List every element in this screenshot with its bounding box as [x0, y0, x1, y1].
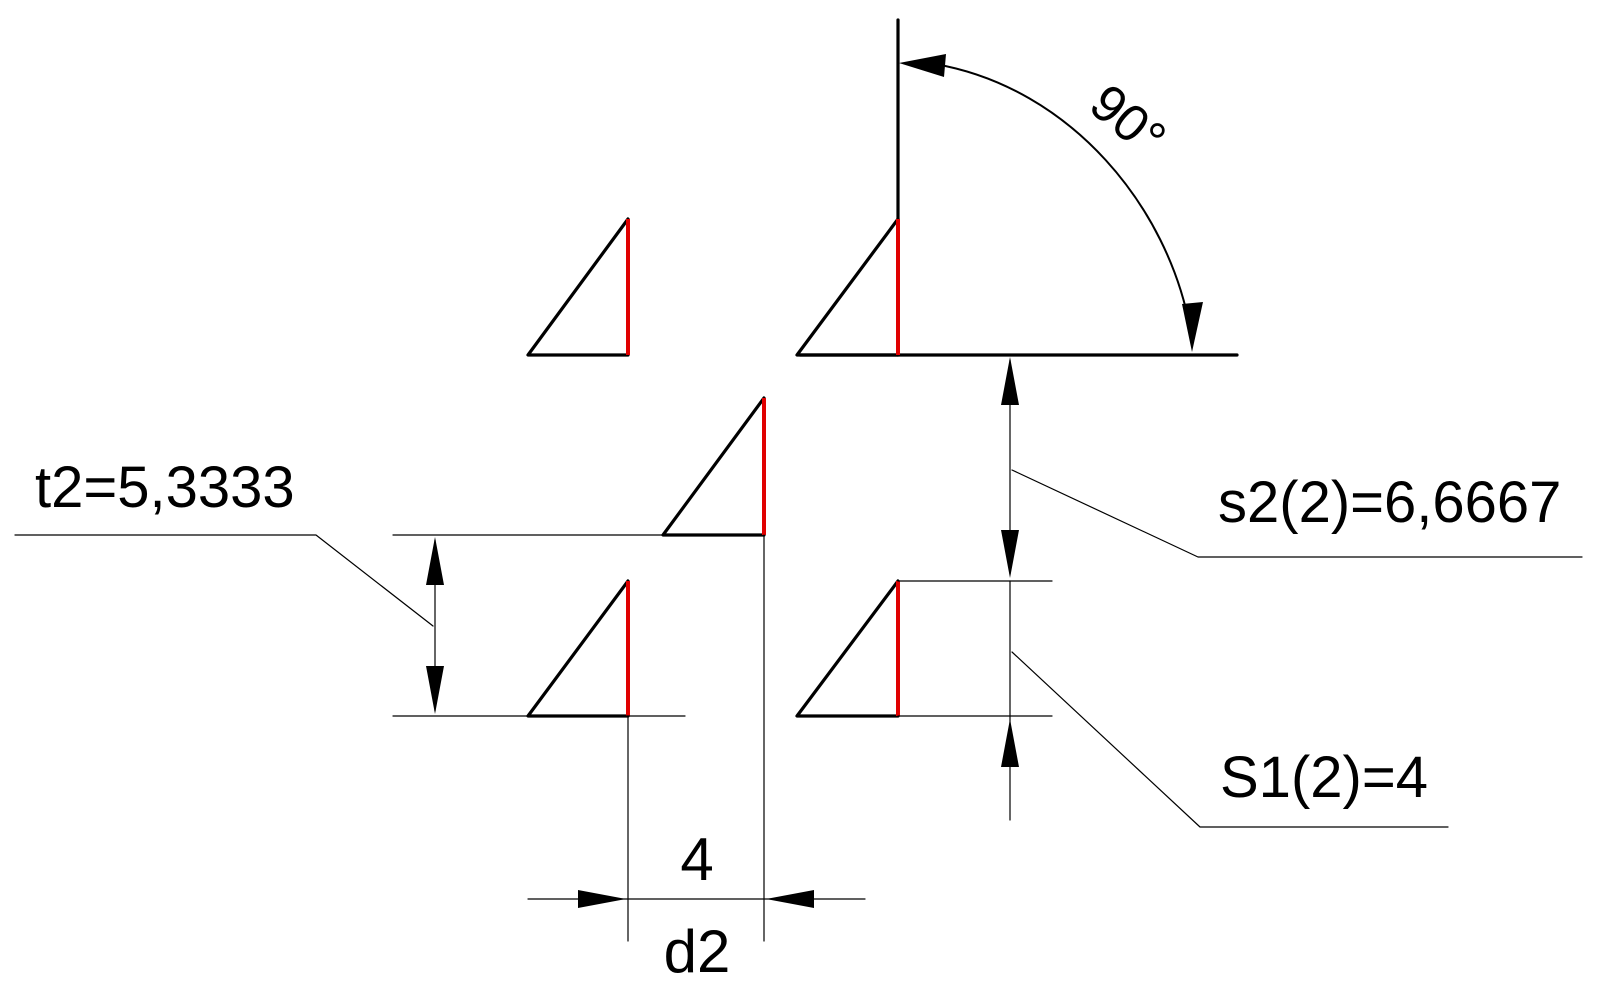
- angle-arc: [934, 63, 1191, 329]
- angle-arrow-top: [899, 54, 946, 77]
- triangle-bottom-left: [526, 579, 630, 718]
- triangle-top-left: [526, 217, 630, 357]
- s2-arrow-up: [1001, 357, 1019, 405]
- s2-arrow-down: [1001, 530, 1019, 578]
- triangle-top-right: [795, 217, 900, 357]
- t2-label: t2=5,3333: [35, 455, 295, 520]
- s1-dimension: S1(2)=4: [897, 580, 1449, 828]
- t2-arrow-down: [426, 666, 444, 714]
- t2-dimension: t2=5,3333: [14, 455, 686, 717]
- angle-arrow-bottom: [1182, 302, 1203, 352]
- s2-leader: [1011, 469, 1583, 558]
- t2-arrow-up: [426, 537, 444, 585]
- triangle-middle: [661, 396, 766, 537]
- s1-leader: [1011, 651, 1449, 828]
- angle-label: 90°: [1079, 74, 1177, 169]
- s1-label: S1(2)=4: [1220, 745, 1428, 810]
- d2-name-label: d2: [664, 918, 731, 985]
- t2-leader: [14, 534, 434, 627]
- d2-arrow-left: [578, 890, 626, 908]
- triangle-bottom-right: [795, 579, 900, 718]
- angle-reference: 90°: [798, 18, 1239, 357]
- d2-dimension: 4 d2: [527, 534, 866, 985]
- d2-arrow-right: [766, 890, 814, 908]
- s2-dimension: s2(2)=6,6667: [1001, 357, 1583, 578]
- d2-value-label: 4: [680, 826, 713, 893]
- s1-arrow-up: [1001, 719, 1019, 767]
- s2-label: s2(2)=6,6667: [1218, 470, 1561, 535]
